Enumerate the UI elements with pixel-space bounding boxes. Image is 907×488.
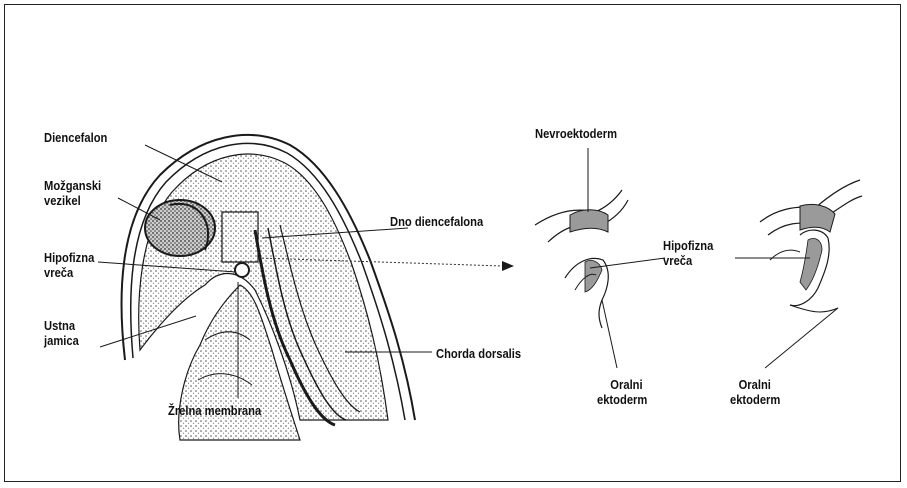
label-diencefalon: Diencefalon [44,130,107,145]
label-mozganski-vezikel: Možganski vezikel [44,178,101,208]
label-ustna-line2: jamica [44,333,79,348]
label-mozganski-line2: vezikel [44,193,101,208]
label-ustna-line1: Ustna [44,318,79,333]
label-dno-diencefalona: Dno diencefalona [390,214,483,229]
label-nevroektoderm: Nevroektoderm [535,126,617,141]
detail-stage-1 [535,190,628,328]
label-oralni1-line2: ektoderm [597,392,647,407]
label-hipofizna-left-line1: Hipofizna [44,250,94,265]
label-hipofizna-right-line1: Hipofizna [663,238,713,253]
label-oralni2-line1: Oralni [730,377,780,392]
label-chorda-dorsalis: Chorda dorsalis [436,346,521,361]
label-oralni-ektoderm-1: Oralni ektoderm [597,377,647,407]
label-ustna-jamica: Ustna jamica [44,318,79,348]
leader-lines-middle [588,148,665,368]
leader-lines-right [735,258,838,368]
label-hipofizna-right-line2: vreča [663,253,713,268]
label-hipofizna-vreca-left: Hipofizna vreča [44,250,94,280]
embryo-head-section [122,135,415,440]
brain-vesicle [145,200,215,256]
detail-stage-2 [760,180,862,312]
label-oralni1-line1: Oralni [597,377,647,392]
label-oralni-ektoderm-2: Oralni ektoderm [730,377,780,407]
label-oralni2-line2: ektoderm [730,392,780,407]
label-hipofizna-vreca-right: Hipofizna vreča [663,238,713,268]
hypophyseal-pouch [235,263,249,277]
label-mozganski-line1: Možganski [44,178,101,193]
label-hipofizna-left-line2: vreča [44,265,94,280]
label-zrelna-membrana: Žrelna membrana [168,403,261,418]
